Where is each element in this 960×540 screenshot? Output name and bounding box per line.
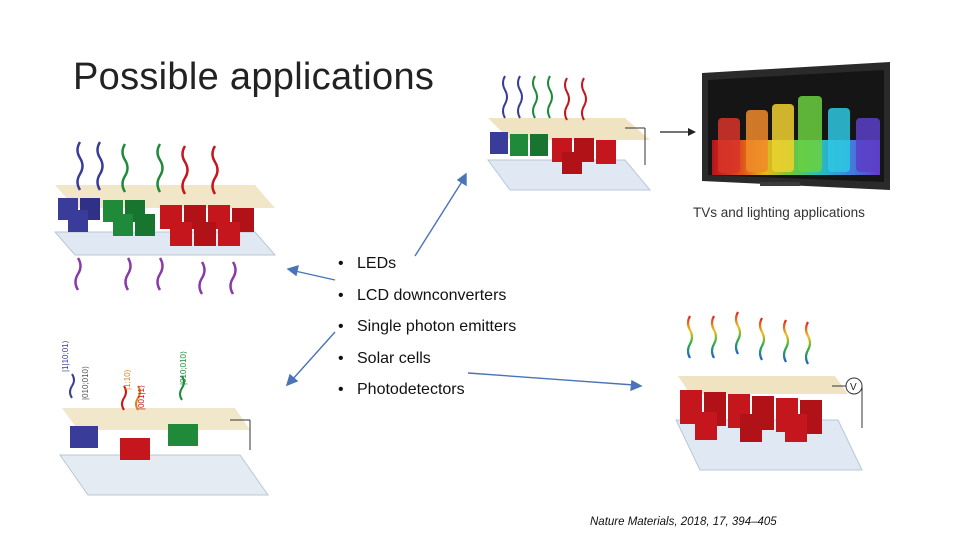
- led-illustration: [53, 141, 277, 295]
- spe-label-5: |010;010⟩: [179, 351, 188, 385]
- lcd-illustration: [487, 75, 652, 191]
- led-input-waves: [74, 257, 237, 295]
- slide-title: Possible applications: [73, 56, 435, 98]
- arrow-to-lcd: [414, 172, 467, 257]
- tv-caption: TVs and lighting applications: [693, 205, 865, 220]
- spe-label-1: |1|10;01⟩: [61, 340, 70, 372]
- bullet-leds: LEDs: [338, 250, 516, 282]
- photodetector-meter-label: V: [850, 382, 857, 393]
- spe-label-3: |1;10⟩: [123, 369, 132, 390]
- bullet-single-photon-emitters: Single photon emitters: [338, 313, 516, 345]
- arrow-to-tv: [660, 128, 696, 136]
- arrow-to-spe: [285, 331, 336, 387]
- spe-illustration: |1|10;01⟩ |010;010⟩ |1;10⟩ |001|1⟩ |010;…: [59, 340, 269, 496]
- photodetector-illustration: V: [675, 311, 863, 471]
- led-emission-waves: [76, 141, 219, 195]
- bullet-lcd-downconverters: LCD downconverters: [338, 282, 516, 314]
- arrow-to-led: [286, 264, 336, 281]
- bullet-solar-cells: Solar cells: [338, 345, 516, 377]
- led-blue-cubes: [58, 198, 100, 232]
- citation: Nature Materials, 2018, 17, 394–405: [590, 516, 777, 528]
- led-green-cubes: [103, 200, 155, 236]
- spe-label-2: |010;010⟩: [81, 366, 90, 400]
- connector-arrows: [285, 172, 643, 392]
- tv-illustration: [702, 62, 890, 190]
- spe-label-4: |001|1⟩: [137, 385, 146, 410]
- bullet-photodetectors: Photodetectors: [338, 376, 516, 408]
- led-red-cubes: [160, 205, 254, 246]
- applications-list: LEDs LCD downconverters Single photon em…: [338, 250, 516, 408]
